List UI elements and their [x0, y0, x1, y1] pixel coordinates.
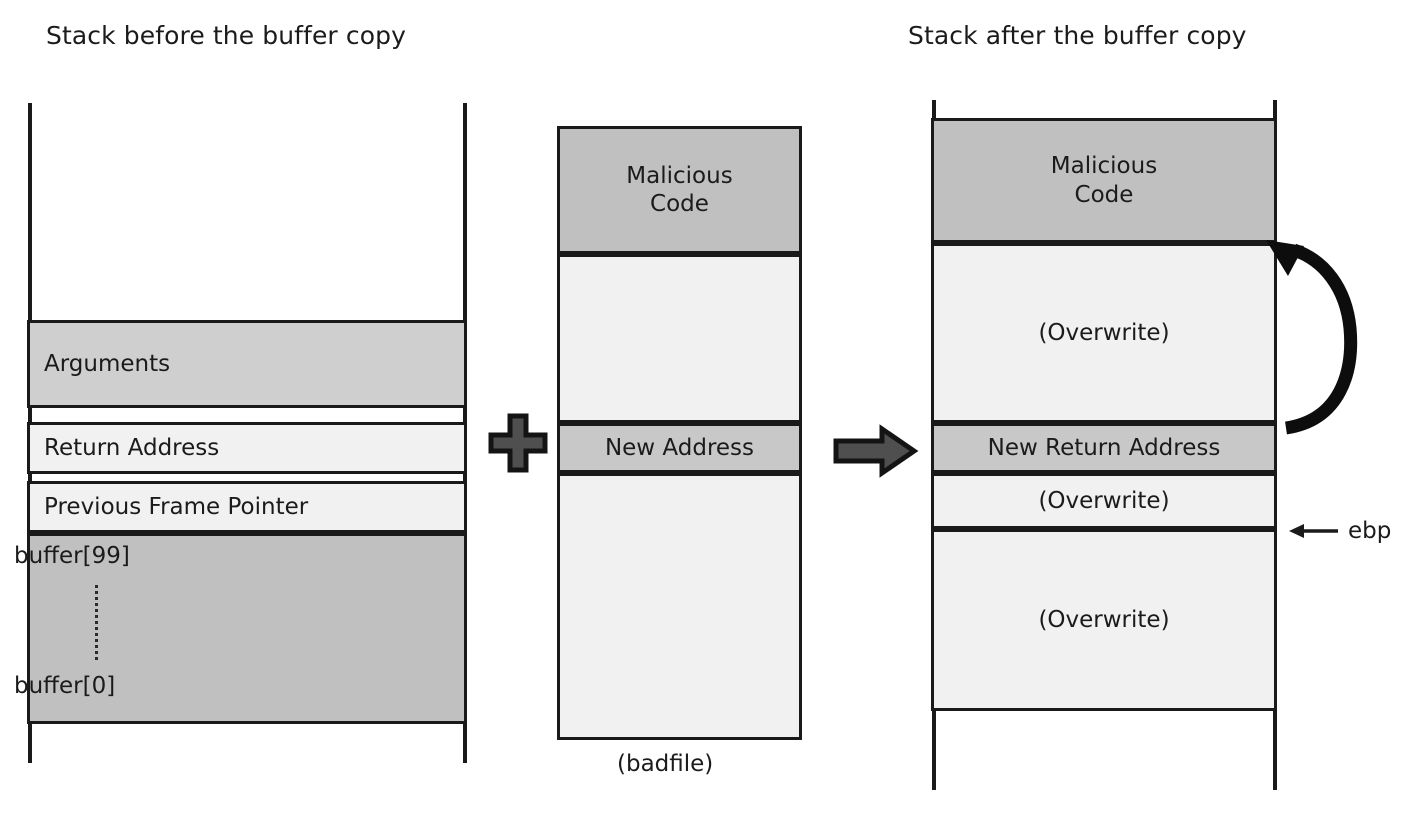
badfile-cell-new-address: New Address — [557, 423, 802, 473]
right-cell-overwrite-middle: (Overwrite) — [931, 473, 1277, 529]
right-cell-overwrite-upper-label: (Overwrite) — [1038, 319, 1170, 346]
left-cell-previous-frame-pointer: Previous Frame Pointer — [27, 481, 467, 533]
left-cell-arguments: Arguments — [27, 320, 467, 408]
right-cell-overwrite-lower-label: (Overwrite) — [1038, 606, 1170, 633]
badfile-cell-filler-lower — [557, 473, 802, 740]
right-stack-title: Stack after the buffer copy — [908, 21, 1247, 50]
ebp-arrow-icon — [1288, 520, 1340, 542]
right-cell-malicious-code: Malicious Code — [931, 118, 1277, 243]
badfile-cell-filler-upper — [557, 254, 802, 423]
left-cell-return-address-label: Return Address — [44, 434, 220, 461]
left-cell-buffer — [27, 533, 467, 724]
right-cell-new-return-address: New Return Address — [931, 423, 1277, 473]
right-cell-overwrite-upper: (Overwrite) — [931, 243, 1277, 423]
left-cell-previous-frame-pointer-label: Previous Frame Pointer — [44, 493, 309, 520]
left-cell-buffer-bottom-label: buffer[0] — [14, 673, 116, 699]
badfile-cell-malicious-code: Malicious Code — [557, 126, 802, 254]
right-cell-new-return-address-label: New Return Address — [987, 434, 1221, 461]
left-cell-buffer-top-label: buffer[99] — [14, 543, 130, 569]
badfile-new-address-label: New Address — [604, 434, 755, 461]
badfile-malicious-code-line1: Malicious — [626, 162, 733, 189]
transform-arrow-icon — [832, 424, 919, 478]
badfile-caption: (badfile) — [617, 751, 714, 777]
badfile-malicious-code-line2: Code — [650, 191, 709, 217]
left-cell-return-address: Return Address — [27, 422, 467, 474]
ebp-label: ebp — [1348, 518, 1392, 544]
plus-operator-icon — [487, 412, 549, 474]
left-stack-title: Stack before the buffer copy — [46, 21, 406, 50]
buffer-ellipsis-dots — [95, 585, 98, 660]
return-jump-curved-arrow-icon — [1258, 232, 1378, 447]
right-malicious-code-line2: Code — [1074, 181, 1134, 208]
left-cell-arguments-label: Arguments — [44, 350, 171, 377]
right-cell-overwrite-middle-label: (Overwrite) — [1038, 487, 1170, 514]
right-cell-overwrite-lower: (Overwrite) — [931, 529, 1277, 711]
right-malicious-code-line1: Malicious — [1050, 153, 1158, 180]
